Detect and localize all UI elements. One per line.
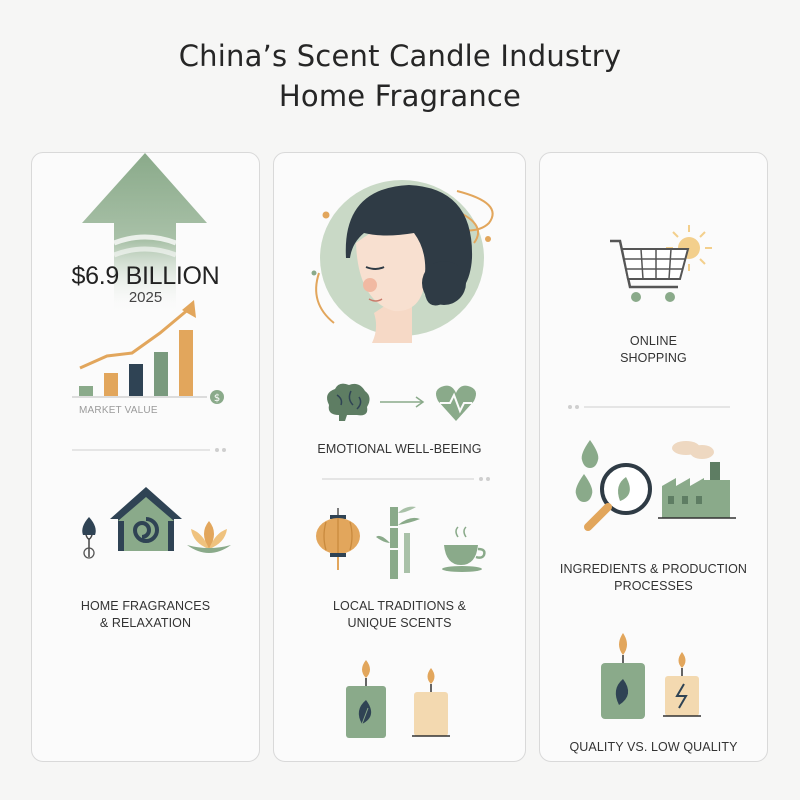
caption-line: PROCESSES — [614, 579, 693, 593]
bamboo-icon — [376, 506, 420, 579]
caption-line: UNIQUE SCENTS — [347, 616, 452, 630]
lantern-icon — [316, 508, 360, 570]
arrow-up-icon — [82, 153, 207, 313]
lotus-icon — [187, 521, 231, 553]
market-value-label: MARKET VALUE — [79, 405, 158, 416]
divider — [568, 405, 730, 409]
home-fragrance-caption: HOME FRAGRANCES & RELAXATION — [32, 598, 259, 632]
candle-icon — [601, 633, 645, 719]
market-value-card: $6.9 BILLION 2025 $ MARKET VALUE — [31, 152, 260, 762]
wellbeing-card: EMOTIONAL WELL-BEEING LOCAL TRADITIONS &… — [273, 152, 526, 762]
droplets-icon — [575, 440, 599, 502]
teacup-icon — [442, 526, 486, 572]
incense-icon — [82, 517, 96, 559]
dollar-coin-icon: $ — [210, 390, 224, 404]
quality-caption: QUALITY VS. LOW QUALITY — [569, 740, 738, 754]
caption-line: SHOPPING — [620, 351, 687, 365]
magnifier-icon — [584, 463, 652, 531]
brain-icon — [327, 383, 370, 421]
traditions-caption: LOCAL TRADITIONS & UNIQUE SCENTS — [274, 598, 525, 632]
factory-icon — [658, 441, 736, 519]
house-icon — [110, 487, 182, 551]
caption-line: LOCAL TRADITIONS & — [332, 599, 467, 613]
market-value: $6.9 BILLION — [71, 262, 220, 290]
candle-icon — [346, 660, 386, 738]
caption-line: HOME FRAGRANCES — [80, 599, 211, 613]
heart-icon — [436, 385, 476, 421]
shopping-cart-icon — [610, 239, 690, 302]
page-title: China’s Scent Candle Industry Home Fragr… — [0, 36, 800, 116]
title-line-2: Home Fragrance — [278, 79, 522, 113]
divider — [322, 477, 490, 481]
woman-face-icon — [311, 180, 494, 343]
candle-icon — [663, 652, 701, 717]
arrow-right-icon — [380, 396, 425, 408]
bar-chart-icon — [72, 300, 207, 398]
caption-line: & RELAXATION — [99, 616, 192, 630]
candle-icon — [412, 668, 450, 737]
divider — [72, 448, 226, 452]
emotional-caption: EMOTIONAL WELL-BEEING — [317, 442, 482, 456]
market-trends-card: ONLINE SHOPPING INGREDIENTS & PRODUCTION… — [539, 152, 768, 762]
caption-line: INGREDIENTS & PRODUCTION — [559, 562, 748, 576]
svg-text:$: $ — [214, 393, 220, 404]
market-year: 2025 — [128, 289, 163, 306]
title-line-1: China’s Scent Candle Industry — [178, 39, 622, 73]
online-shopping-caption: ONLINE SHOPPING — [540, 333, 767, 367]
caption-line: ONLINE — [629, 334, 678, 348]
ingredients-caption: INGREDIENTS & PRODUCTION PROCESSES — [540, 561, 767, 595]
